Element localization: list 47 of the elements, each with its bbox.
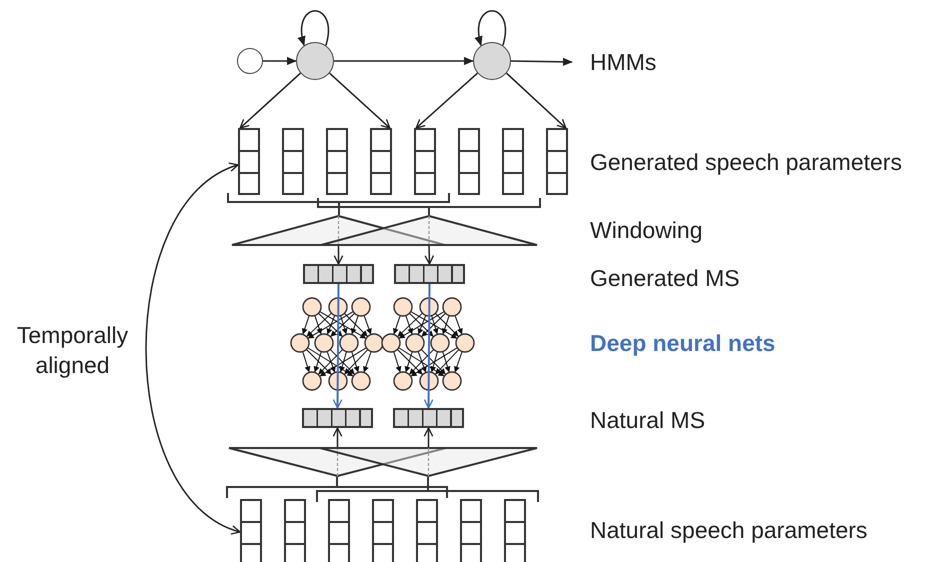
arrow <box>424 246 434 265</box>
arrow <box>424 284 434 409</box>
parameter-vector <box>502 128 524 195</box>
modulation-spectrum-vector <box>302 408 373 428</box>
window-triangle <box>321 215 537 246</box>
parameter-vector <box>458 128 480 195</box>
arrow <box>506 72 566 129</box>
modulation-spectrum-vector <box>394 264 465 284</box>
initial-state-circle <box>237 48 263 74</box>
layer-label: Generated MS <box>590 264 740 292</box>
arrow <box>416 72 478 129</box>
parameter-vector <box>504 499 526 562</box>
parameter-vector <box>238 128 260 195</box>
layer-label: Natural speech parameters <box>590 516 868 544</box>
hmm-state-circle <box>473 42 511 80</box>
parameter-vector <box>328 499 350 562</box>
arrow <box>334 56 474 66</box>
arrow <box>240 72 301 129</box>
parameter-vector <box>284 499 306 562</box>
layer-label: Natural MS <box>590 406 706 434</box>
modulation-spectrum-vector <box>393 408 464 428</box>
arrow <box>510 58 573 66</box>
parameter-vector <box>546 128 568 195</box>
node-label: HMMs <box>590 49 656 75</box>
hmm-state-circle <box>296 42 334 80</box>
arrow <box>263 56 297 66</box>
arrow <box>334 246 344 265</box>
arrow <box>332 427 342 447</box>
parameter-vector <box>326 128 348 195</box>
parameter-vector <box>372 499 394 562</box>
parameter-vector <box>370 128 392 195</box>
arrow <box>475 10 506 46</box>
arrow <box>424 427 434 447</box>
arrow <box>298 10 329 46</box>
layer-label: Deep neural nets <box>590 329 776 357</box>
layer-label: Generated speech parameters <box>590 148 902 176</box>
parameter-vector <box>282 128 304 195</box>
parameter-vector <box>414 128 436 195</box>
arrow <box>329 72 390 129</box>
layer-label: Windowing <box>590 216 702 244</box>
modulation-spectrum-vector <box>303 264 374 284</box>
arrow <box>145 164 241 533</box>
window-triangle <box>320 447 537 477</box>
arrow <box>332 284 342 409</box>
parameter-vector <box>460 499 482 562</box>
parameter-vector <box>240 499 262 562</box>
parameter-vector <box>416 499 438 562</box>
